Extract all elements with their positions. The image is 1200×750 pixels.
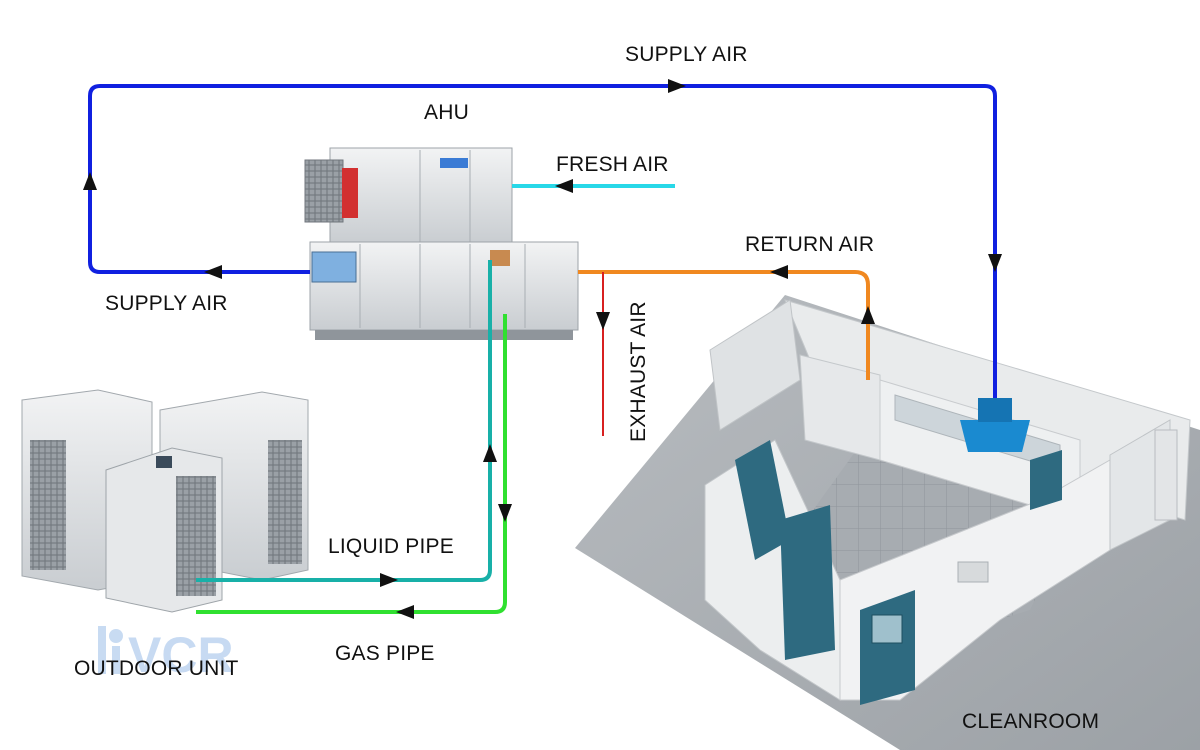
ahu-illustration xyxy=(304,147,579,340)
cleanroom-door-right xyxy=(1030,450,1062,510)
vcr-watermark-logo: VCR xyxy=(98,626,234,682)
return-air-arrow-left xyxy=(770,265,788,279)
cleanroom-door-left xyxy=(735,440,790,560)
cleanroom-left-wall xyxy=(709,299,801,431)
return-air-label: RETURN AIR xyxy=(745,233,875,256)
ahu-filter-window xyxy=(311,251,357,283)
supply-air-left-label: SUPPLY AIR xyxy=(105,292,228,315)
ahu-upper-casing xyxy=(329,147,513,244)
liquid-pipe-arrow-up xyxy=(483,444,497,462)
cleanroom-door-front xyxy=(780,505,835,660)
cleanroom-label: CLEANROOM xyxy=(962,710,1100,733)
supply-air-arrow-left xyxy=(204,265,222,279)
ahu-label: AHU xyxy=(424,101,469,124)
outdoor-unit-back-left-coil xyxy=(30,440,66,570)
supply-air-arrow-up xyxy=(83,172,97,190)
supply-air-top-label: SUPPLY AIR xyxy=(625,43,748,66)
ahu-fan-grille xyxy=(304,159,344,223)
gas-pipe-arrow-left xyxy=(396,605,414,619)
cleanroom-column xyxy=(1154,429,1178,521)
liquid-pipe-arrow-right xyxy=(380,573,398,587)
return-air-line xyxy=(578,270,870,380)
supply-diffuser-plenum xyxy=(978,398,1012,422)
cleanroom-door-passbox xyxy=(860,590,915,705)
supply-air-arrow-down xyxy=(988,254,1002,272)
liquid-pipe-label: LIQUID PIPE xyxy=(328,535,454,558)
supply-air-arrow-right xyxy=(668,79,686,93)
fresh-air-arrow xyxy=(555,179,573,193)
outdoor-unit-back-right-coil xyxy=(268,440,302,564)
outdoor-unit-badge xyxy=(156,456,172,468)
ahu-brand-plate xyxy=(440,158,468,168)
supply-air-loop-line xyxy=(88,84,997,405)
outdoor-unit-label: OUTDOOR UNIT xyxy=(74,657,239,680)
outdoor-unit-illustration xyxy=(21,389,309,613)
exhaust-air-arrow xyxy=(596,312,610,330)
cleanroom-door-window xyxy=(871,614,903,644)
supply-diffuser xyxy=(960,420,1030,452)
ahu-coil-connection xyxy=(490,250,510,266)
cleanroom-illustration xyxy=(575,295,1200,750)
exhaust-air-label: EXHAUST AIR xyxy=(627,301,650,442)
cleanroom-sink xyxy=(957,561,989,583)
return-air-arrow-up xyxy=(861,306,875,324)
ahu-base-frame xyxy=(315,330,573,340)
watermark-text: VCR xyxy=(128,627,234,682)
outdoor-unit-front-coil xyxy=(176,476,216,596)
gas-pipe-line xyxy=(196,314,507,614)
fresh-air-label: FRESH AIR xyxy=(556,153,669,176)
gas-pipe-label: GAS PIPE xyxy=(335,642,435,665)
ahu-damper-panel xyxy=(342,168,358,218)
liquid-pipe-line xyxy=(196,260,492,582)
gas-pipe-arrow-down xyxy=(498,504,512,522)
